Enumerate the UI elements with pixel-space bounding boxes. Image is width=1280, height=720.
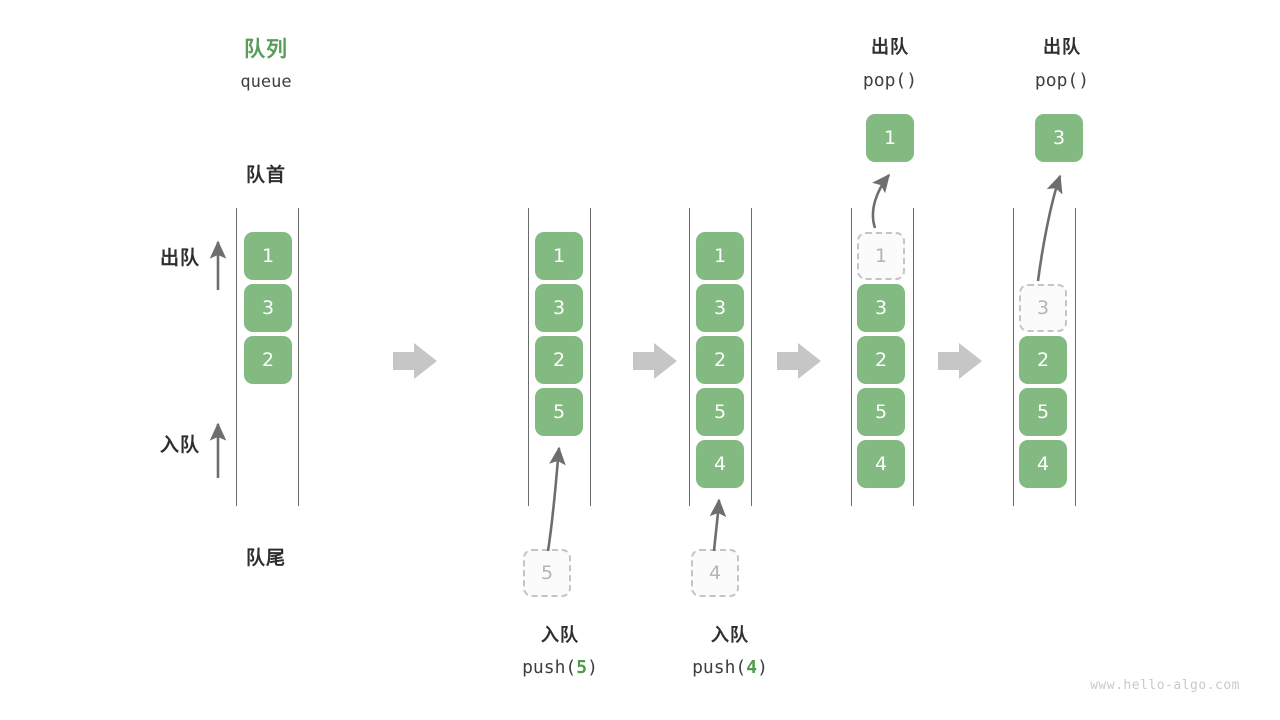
rail-right-stage-2 xyxy=(590,208,591,506)
queue-cell: 2 xyxy=(696,336,744,384)
dequeue-direction-label: 出队 xyxy=(159,248,200,269)
stage-2-op-label: 入队 xyxy=(541,625,579,645)
queue-cell: 5 xyxy=(1019,388,1067,436)
queue-cell: 1 xyxy=(244,232,292,280)
rail-left-stage-4 xyxy=(851,208,852,506)
stage-3-op-code: push(4) xyxy=(650,657,810,678)
popped-cell: 3 xyxy=(1035,114,1083,162)
popped-cell: 1 xyxy=(866,114,914,162)
rail-right-stage-3 xyxy=(751,208,752,506)
step-block-arrow xyxy=(393,343,437,379)
step-block-arrow xyxy=(633,343,677,379)
queue-cell: 5 xyxy=(535,388,583,436)
stage-5-op-code: pop() xyxy=(982,70,1142,91)
step-block-arrow xyxy=(938,343,982,379)
rail-right-stage-1 xyxy=(298,208,299,506)
push-5-arrow xyxy=(546,446,566,552)
op-code-prefix: pop( xyxy=(862,70,907,91)
queue-cell: 2 xyxy=(1019,336,1067,384)
step-block-arrow xyxy=(777,343,821,379)
queue-cell: 1 xyxy=(535,232,583,280)
rail-right-stage-4 xyxy=(913,208,914,506)
rail-left-stage-5 xyxy=(1013,208,1014,506)
queue-cell: 5 xyxy=(696,388,744,436)
rail-left-stage-2 xyxy=(528,208,529,506)
pop-3-arrow xyxy=(1036,174,1063,282)
queue-cell: 4 xyxy=(696,440,744,488)
queue-cell-ghost: 1 xyxy=(857,232,905,280)
pop-1-arrow xyxy=(871,173,891,229)
op-code-arg: 4 xyxy=(746,657,758,678)
queue-cell: 4 xyxy=(857,440,905,488)
queue-cell: 1 xyxy=(696,232,744,280)
queue-cell: 4 xyxy=(1019,440,1067,488)
op-code-suffix: ) xyxy=(587,657,598,678)
op-code-prefix: pop( xyxy=(1034,70,1079,91)
stage-5-op-label: 出队 xyxy=(1043,37,1081,57)
rail-left-stage-3 xyxy=(689,208,690,506)
queue-cell: 2 xyxy=(535,336,583,384)
stage-4-op-code: pop() xyxy=(810,70,970,91)
queue-cell: 3 xyxy=(857,284,905,332)
op-code-arg: 5 xyxy=(576,657,588,678)
op-code-suffix: ) xyxy=(757,657,768,678)
rail-right-stage-5 xyxy=(1075,208,1076,506)
queue-cell: 3 xyxy=(535,284,583,332)
stage-4-op-label: 出队 xyxy=(871,37,909,57)
queue-cell: 3 xyxy=(244,284,292,332)
stage-2-op-code: push(5) xyxy=(480,657,640,678)
rail-left-stage-1 xyxy=(236,208,237,506)
push-4-arrow xyxy=(709,498,727,552)
queue-head-label: 队首 xyxy=(245,165,286,186)
incoming-ghost-cell: 4 xyxy=(691,549,739,597)
watermark: www.hello-algo.com xyxy=(1090,678,1240,693)
op-code-prefix: push( xyxy=(692,657,747,678)
queue-cell: 2 xyxy=(857,336,905,384)
op-code-prefix: push( xyxy=(522,657,577,678)
queue-cell: 3 xyxy=(696,284,744,332)
diagram-title-cn: 队列 xyxy=(244,38,288,61)
op-code-suffix: ) xyxy=(1078,70,1090,91)
stage-3-op-label: 入队 xyxy=(711,625,749,645)
queue-cell: 2 xyxy=(244,336,292,384)
op-code-suffix: ) xyxy=(906,70,918,91)
queue-tail-label: 队尾 xyxy=(245,548,286,569)
diagram-title-en: queue xyxy=(240,72,292,92)
queue-cell: 5 xyxy=(857,388,905,436)
incoming-ghost-cell: 5 xyxy=(523,549,571,597)
queue-cell-ghost: 3 xyxy=(1019,284,1067,332)
enqueue-direction-label: 入队 xyxy=(159,435,200,456)
